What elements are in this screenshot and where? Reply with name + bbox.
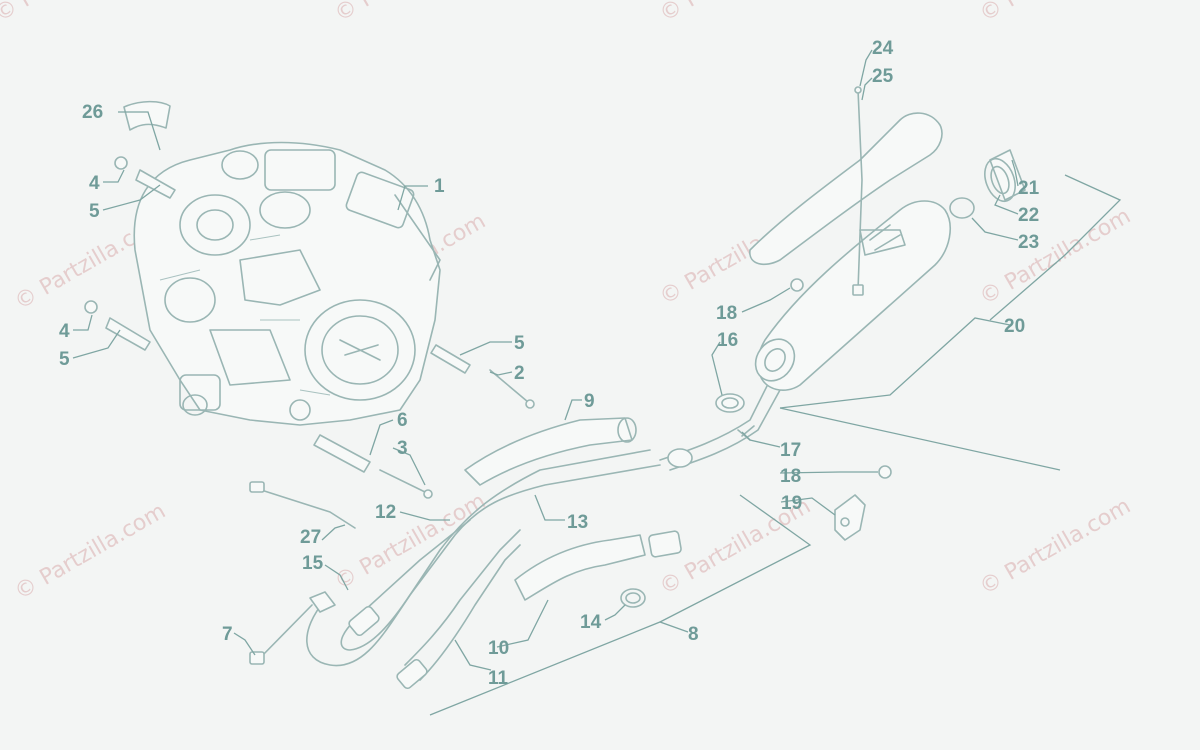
callout-4: 4 [59, 321, 70, 342]
callout-12: 12 [375, 502, 396, 523]
engine-illustration [133, 141, 441, 426]
callout-15: 15 [302, 553, 324, 574]
fasteners [84, 100, 535, 529]
callout-19: 19 [781, 493, 802, 514]
leader-lines [72, 49, 1122, 716]
callout-26: 26 [82, 102, 103, 123]
watermark: © Partzilla.com [331, 0, 491, 27]
callout-17: 17 [780, 440, 801, 461]
callout-10: 10 [488, 638, 509, 659]
callout-23: 23 [1018, 232, 1039, 253]
callout-13: 13 [567, 512, 588, 533]
callout-20: 20 [1004, 316, 1025, 337]
callout-8: 8 [688, 624, 699, 645]
callout-21: 21 [1018, 178, 1040, 199]
callout-22: 22 [1018, 205, 1039, 226]
callout-27: 27 [300, 527, 321, 548]
callout-11: 11 [488, 668, 509, 689]
callout-5: 5 [514, 333, 525, 354]
watermark: © Partzilla.com [11, 499, 171, 606]
watermark: © Partzilla.com [976, 494, 1136, 601]
watermark: © Partzilla.com [976, 0, 1136, 27]
watermark: © Partzilla.com [331, 489, 491, 596]
callout-25: 25 [872, 66, 894, 87]
muffler-assembly [659, 86, 1026, 541]
callout-4: 4 [89, 173, 100, 194]
callout-1: 1 [434, 176, 445, 197]
callouts: 1 2 3 4 5 4 5 5 6 7 8 9 10 11 12 13 14 1… [59, 38, 1040, 689]
watermark: © Partzilla.com [656, 0, 816, 27]
callout-5: 5 [89, 201, 100, 222]
callout-7: 7 [222, 624, 233, 645]
watermark: © Partzilla.com [0, 0, 150, 27]
callout-24: 24 [872, 38, 894, 59]
callout-3: 3 [397, 438, 408, 459]
callout-14: 14 [580, 612, 602, 633]
callout-6: 6 [397, 410, 408, 431]
callout-16: 16 [717, 330, 738, 351]
callout-9: 9 [584, 391, 595, 412]
callout-18: 18 [716, 303, 737, 324]
watermark: © Partzilla.com [976, 204, 1136, 311]
callout-2: 2 [514, 363, 525, 384]
callout-5: 5 [59, 349, 70, 370]
header-pipes [249, 417, 682, 690]
callout-18: 18 [780, 466, 801, 487]
